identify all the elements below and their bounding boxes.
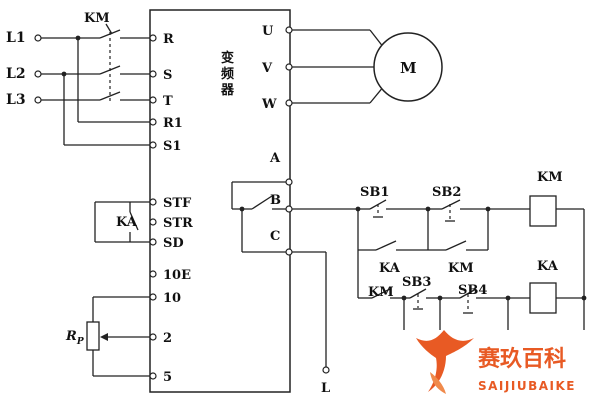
label-ka-coil: KA <box>537 259 559 274</box>
motor-symbol <box>373 32 443 102</box>
terminal-str: STR <box>163 216 193 231</box>
label-rp: RP <box>65 329 84 347</box>
label-out-l: L <box>321 381 330 396</box>
rp-resistor <box>86 321 100 351</box>
vfd-box: 变 频 器 R S T R1 S1 STF STR SD 10E 10 2 5 … <box>149 9 293 393</box>
label-l3: L3 <box>6 92 26 108</box>
terminal-sd: SD <box>163 236 184 251</box>
terminal-5: 5 <box>163 370 172 385</box>
terminal-l2 <box>34 70 42 78</box>
label-vfd-title-3: 器 <box>220 83 235 98</box>
motor-circuit: M <box>292 29 443 104</box>
label-km-main: KM <box>84 11 110 26</box>
control-ladder: SB1 SB2 KM KA KM KM <box>292 170 587 330</box>
label-l2: L2 <box>6 66 26 82</box>
terminal-2: 2 <box>163 331 172 346</box>
km-coil <box>529 195 557 227</box>
potentiometer-rp: RP <box>65 296 150 377</box>
watermark-cn: 赛玖百科 <box>477 346 566 372</box>
terminal-v: V <box>261 61 273 76</box>
label-km-contact2: KM <box>368 285 394 300</box>
label-km-contact: KM <box>448 261 474 276</box>
supply-lines: L1 L2 L3 KM <box>6 11 150 146</box>
terminal-10e: 10E <box>163 268 191 283</box>
terminal-r1: R1 <box>163 116 183 131</box>
label-km-coil: KM <box>537 170 563 185</box>
ka-forward-contact: KA <box>94 201 150 243</box>
vfd-left-terminals: R S T R1 S1 STF STR SD 10E 10 2 5 <box>149 32 193 385</box>
label-sb2: SB2 <box>432 185 461 200</box>
terminal-t: T <box>163 94 173 109</box>
terminal-u: U <box>262 24 274 39</box>
label-ka-fwd: KA <box>116 215 138 230</box>
ka-coil <box>529 282 557 314</box>
motor-label: M <box>400 59 417 77</box>
fish-tail-logo-icon <box>416 330 474 394</box>
terminal-c: C <box>270 229 280 244</box>
label-sb3: SB3 <box>402 275 431 290</box>
label-l1: L1 <box>6 30 26 46</box>
relay-output: L <box>231 181 330 396</box>
terminal-b: B <box>270 193 281 208</box>
label-vfd-title-1: 变 <box>221 50 234 66</box>
terminal-l1 <box>34 34 42 42</box>
label-ka-contact: KA <box>379 261 401 276</box>
terminal-stf: STF <box>163 196 192 211</box>
watermark-en: SAIJIUBAIKE <box>478 379 576 393</box>
brand-watermark: 赛玖百科 SAIJIUBAIKE <box>416 330 576 394</box>
terminal-a: A <box>269 151 281 166</box>
label-sb1: SB1 <box>360 185 389 200</box>
terminal-r: R <box>163 32 174 47</box>
label-vfd-title-2: 频 <box>221 66 234 82</box>
terminal-l3 <box>34 96 42 104</box>
terminal-s1: S1 <box>163 139 181 154</box>
vfd-right-terminals: U V W A B C <box>261 24 293 256</box>
terminal-10: 10 <box>163 291 181 306</box>
label-sb4: SB4 <box>458 283 487 298</box>
terminal-s: S <box>163 68 172 83</box>
terminal-w: W <box>261 97 277 112</box>
